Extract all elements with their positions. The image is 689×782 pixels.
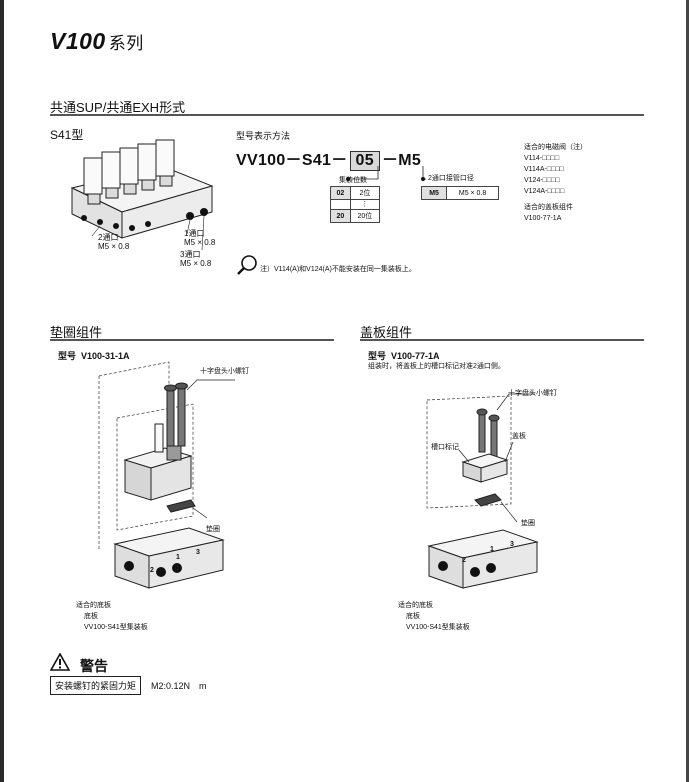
model-label: 型号 xyxy=(58,351,77,361)
valve-item: V114A-□□□□ xyxy=(524,166,564,173)
port2-label: 2通口 xyxy=(98,233,119,242)
port-mark: 2 xyxy=(150,567,154,574)
valve-item: V114-□□□□ xyxy=(524,155,560,162)
section-title-gasket: 垫圈组件 xyxy=(50,325,103,340)
port-mark: 3 xyxy=(510,541,514,548)
station-code xyxy=(330,199,351,210)
port-mark: 2 xyxy=(462,557,466,564)
model-boxed-code: 05 xyxy=(349,151,380,171)
model-middle: S41 xyxy=(301,152,332,169)
cover-base-sub: 底板 xyxy=(406,613,420,620)
model-code-line: VV100－S41－05－M5 xyxy=(236,146,421,171)
port-code: M5 xyxy=(420,186,448,200)
port-mark: 1 xyxy=(176,554,180,561)
cover-gasket-label: 垫圈 xyxy=(521,520,535,527)
model-prefix: VV100 xyxy=(236,152,286,169)
gasket-assembly-drawing xyxy=(98,361,235,589)
station-code: 20 xyxy=(330,209,351,223)
station-code: 02 xyxy=(330,186,351,200)
left-border xyxy=(0,0,4,782)
station-value: 2位 xyxy=(349,186,381,200)
magnifier-icon xyxy=(237,255,257,275)
series-suffix: 系列 xyxy=(108,34,144,53)
section-title-cover: 盖板组件 xyxy=(360,325,413,340)
model-suffix: M5 xyxy=(398,152,422,169)
table-row: 20 20位 xyxy=(330,209,381,223)
port-size-label: 2通口接管口径 xyxy=(428,175,474,182)
port-mark: 3 xyxy=(196,549,200,556)
section-rule-cover xyxy=(360,339,644,341)
plate-model: V100-77-1A xyxy=(524,215,562,222)
warning-icon xyxy=(50,653,70,671)
cover-screw-label: 十字盘头小螺钉 xyxy=(508,390,557,397)
port-size-table: M5 M5 × 0.8 xyxy=(420,186,499,200)
right-border xyxy=(686,0,689,782)
cover-assembly-note: 组装时，将盖板上的槽口标记对准2通口侧。 xyxy=(368,363,505,370)
note-text: 注）V114(A)和V124(A)不能安装在同一集装板上。 xyxy=(260,266,416,273)
gasket-model: V100-31-1A xyxy=(81,351,130,361)
notch-mark-label: 槽口标记 xyxy=(431,444,459,451)
gasket-base-title: 适合的底板 xyxy=(76,602,111,609)
model-label: 型号 xyxy=(368,351,387,361)
gasket-screw-label: 十字盘头小螺钉 xyxy=(200,368,249,375)
section-title-main: 共通SUP/共通EXH形式 xyxy=(50,100,186,115)
cover-model-line: 型号 V100-77-1A xyxy=(368,349,440,362)
plate-title: 适合的盖板组件 xyxy=(524,204,573,211)
table-row: M5 M5 × 0.8 xyxy=(420,186,499,200)
port3-label: 3通口 xyxy=(180,250,201,259)
notation-leaders xyxy=(346,166,426,181)
port3-size: M5 × 0.8 xyxy=(180,259,212,268)
type-label: S41型 xyxy=(50,128,84,142)
model-dash: － xyxy=(331,152,348,169)
cover-base-title: 适合的底板 xyxy=(398,602,433,609)
valves-title: 适合的电磁阀（注） xyxy=(524,144,587,151)
port1-label: 1通口 xyxy=(184,229,205,238)
stations-dots: ⋮ xyxy=(349,199,381,210)
gasket-base-model: VV100-S41型集装板 xyxy=(84,624,148,631)
cover-plate-label: 盖板 xyxy=(512,433,526,440)
gasket-gasket-label: 垫圈 xyxy=(206,526,220,533)
series-model: V100 xyxy=(50,28,106,54)
valve-item: V124-□□□□ xyxy=(524,177,560,184)
manifold-illustration xyxy=(70,139,214,251)
gasket-base-sub: 底板 xyxy=(84,613,98,620)
model-dash: － xyxy=(285,152,302,169)
station-value: 20位 xyxy=(349,209,381,223)
model-dash: － xyxy=(381,152,399,169)
port1-size: M5 × 0.8 xyxy=(184,238,216,247)
cover-base-model: VV100-S41型集装板 xyxy=(406,624,470,631)
section-rule-gasket xyxy=(50,339,334,341)
notation-heading: 型号表示方法 xyxy=(236,131,291,141)
port-value: M5 × 0.8 xyxy=(446,186,499,200)
cover-model: V100-77-1A xyxy=(391,351,440,361)
torque-value: M2:0.12N m xyxy=(151,681,207,691)
stations-label: 集装位数 xyxy=(339,177,367,184)
table-row: 02 2位 xyxy=(330,186,381,200)
stations-table: 02 2位 ⋮ 20 20位 xyxy=(330,186,381,223)
cover-assembly-drawing xyxy=(426,393,539,589)
port-mark: 1 xyxy=(490,546,494,553)
section-rule-main xyxy=(50,114,644,116)
port2-size: M5 × 0.8 xyxy=(98,242,130,251)
valve-item: V124A-□□□□ xyxy=(524,188,565,195)
table-row: ⋮ xyxy=(330,199,381,210)
torque-label: 安装螺钉的紧固力矩 xyxy=(50,676,142,695)
gasket-model-line: 型号 V100-31-1A xyxy=(58,349,130,362)
warning-title: 警告 xyxy=(80,658,108,674)
